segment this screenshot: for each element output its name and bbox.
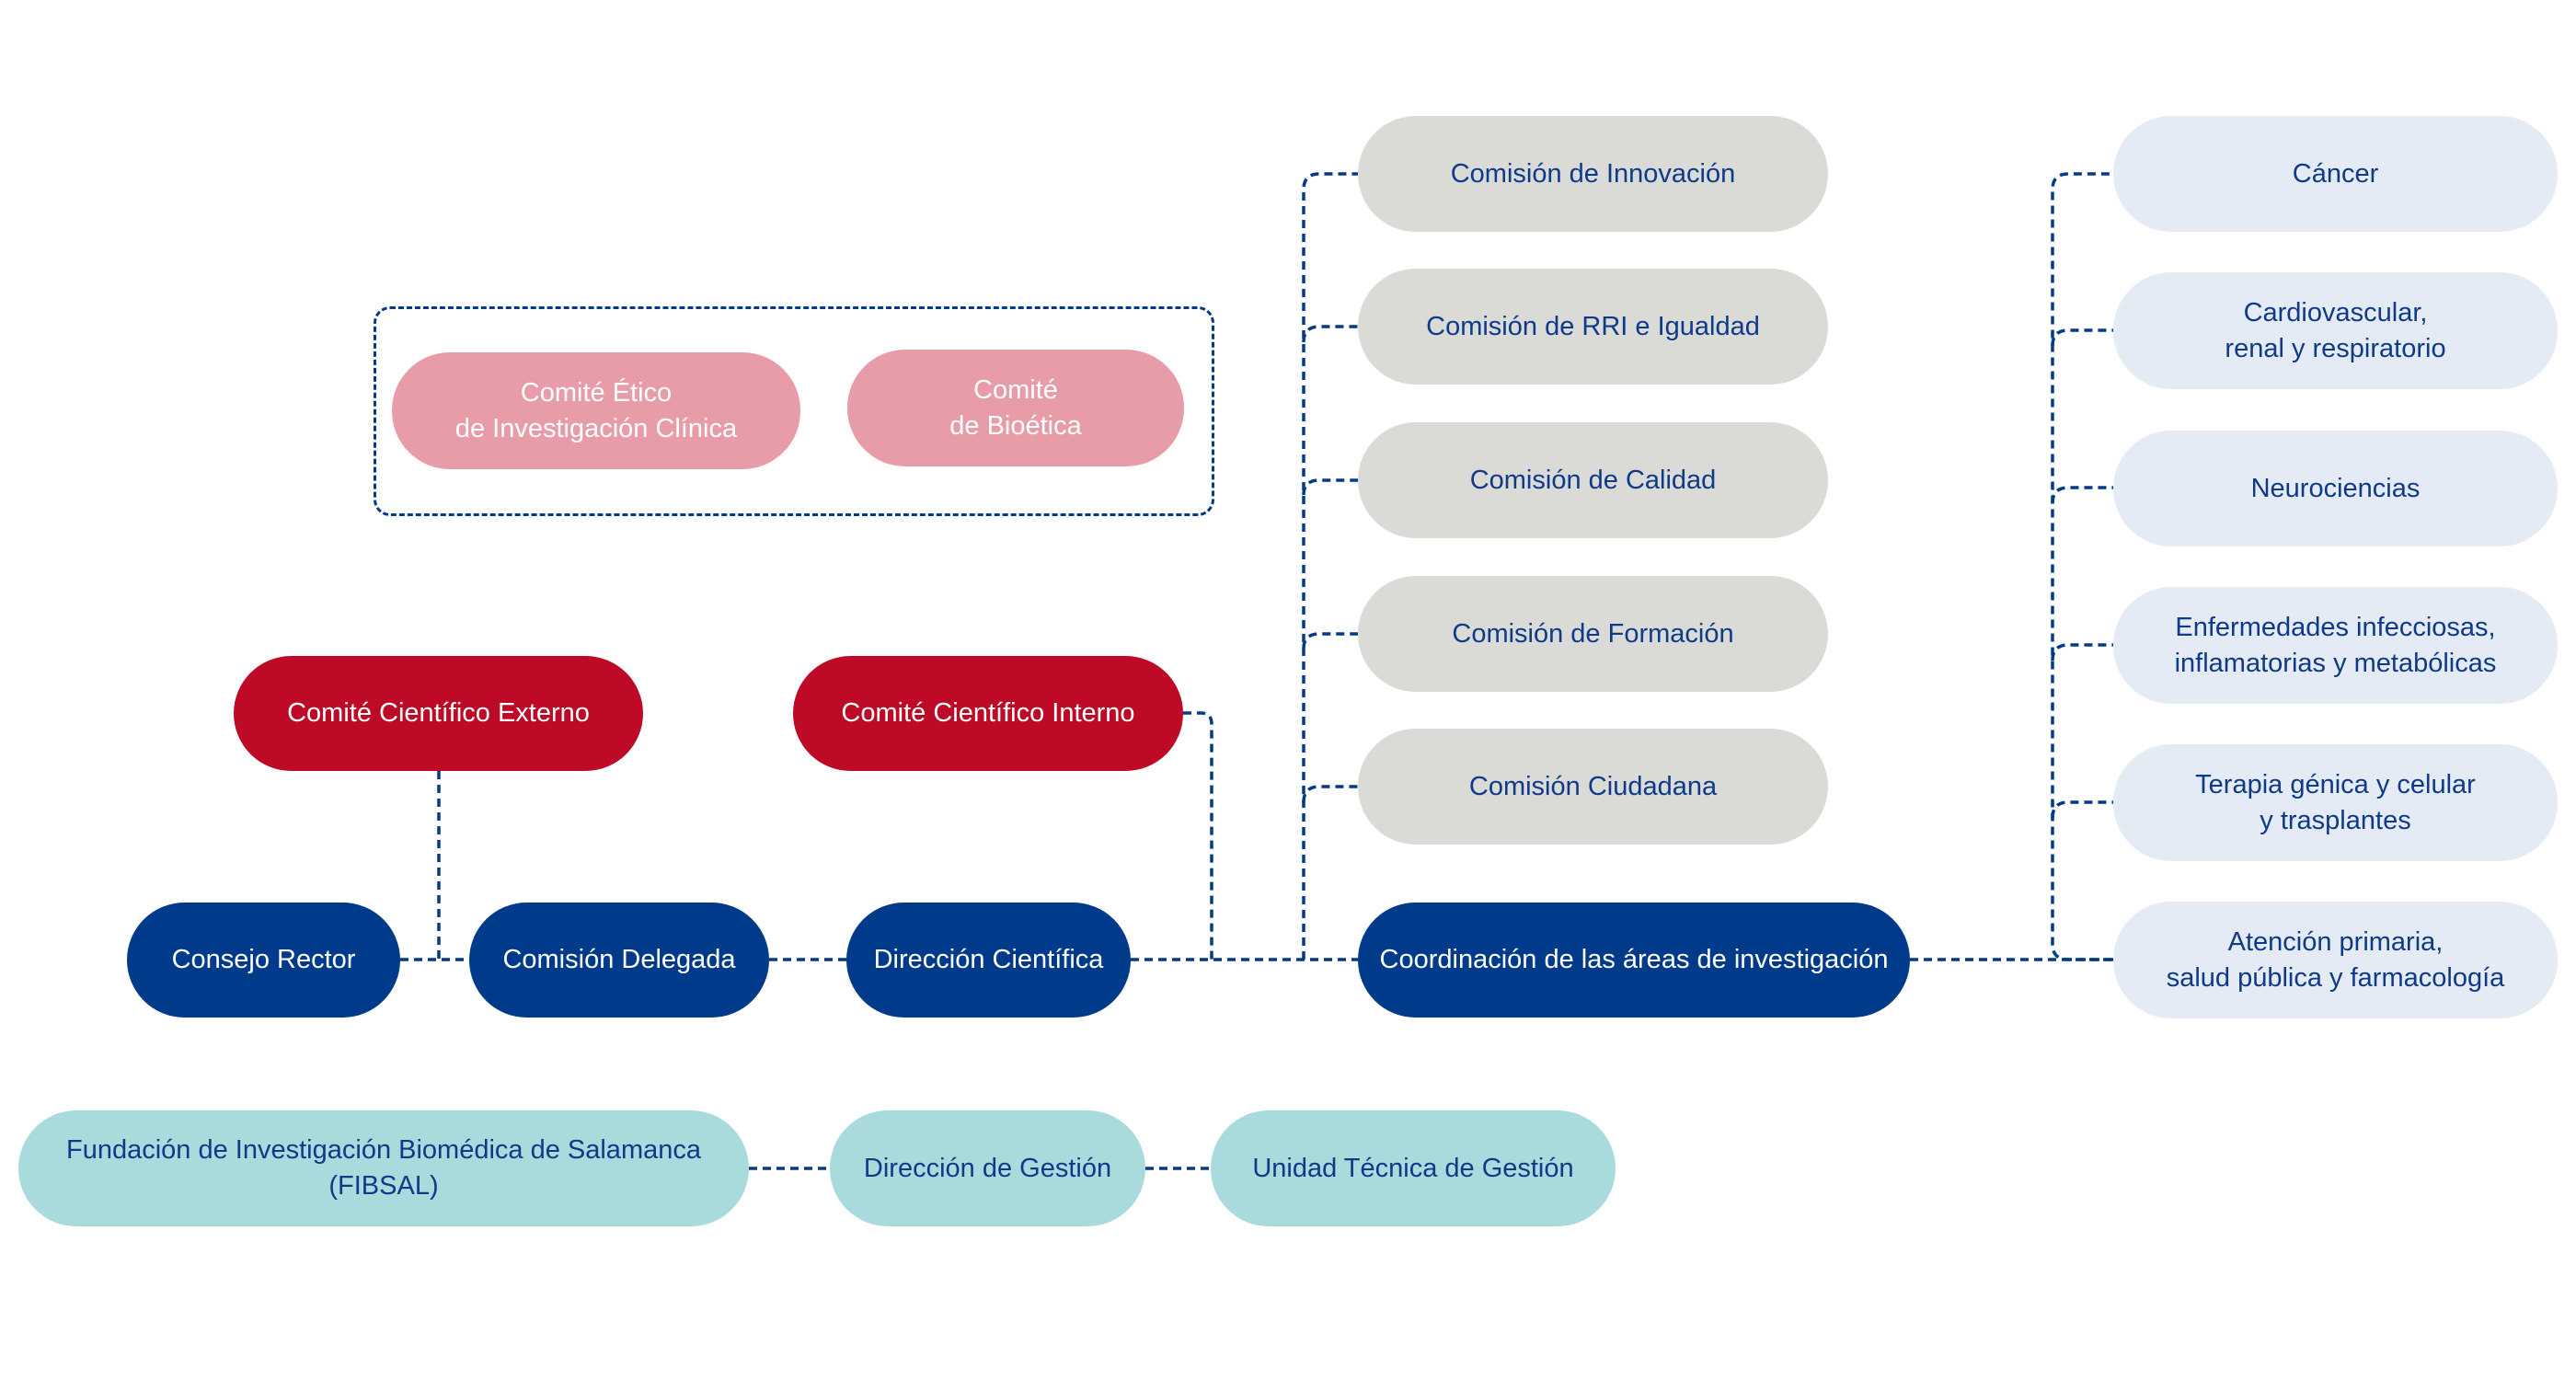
comision-rri-igualdad-node: Comisión de RRI e Igualdad	[1358, 269, 1828, 385]
comision-formacion-node: Comisión de Formación	[1358, 576, 1828, 692]
connector-comision-rri	[1302, 325, 1358, 343]
comision-calidad-node: Comisión de Calidad	[1358, 422, 1828, 538]
connector-comision-ciudadana	[1302, 785, 1358, 803]
connector-comisiones-trunk	[1302, 172, 1358, 960]
consejo-rector-node: Consejo Rector	[127, 903, 400, 1018]
connector-area-cardiovascular	[2051, 328, 2113, 347]
connector-areas-trunk	[2051, 172, 2113, 961]
fibsal-node: Fundación de Investigación Biomédica de …	[18, 1110, 749, 1226]
area-cancer-node: Cáncer	[2113, 116, 2558, 232]
ethics-committees-group	[374, 306, 1214, 516]
direccion-gestion-node: Dirección de Gestión	[830, 1110, 1145, 1226]
comision-innovacion-node: Comisión de Innovación	[1358, 116, 1828, 232]
comite-etico-node: Comité Ético de Investigación Clínica	[392, 352, 800, 469]
connector-comision-formacion	[1302, 632, 1358, 650]
area-terapia-genica-node: Terapia génica y celular y trasplantes	[2113, 744, 2558, 861]
area-neurociencias-node: Neurociencias	[2113, 431, 2558, 546]
area-atencion-primaria-node: Atención primaria, salud pública y farma…	[2113, 902, 2558, 1018]
direccion-cientifica-node: Dirección Científica	[846, 903, 1131, 1018]
coordinacion-areas-node: Coordinación de las áreas de investigaci…	[1358, 903, 1910, 1018]
connector-area-infecciosas	[2051, 643, 2113, 661]
comite-cientifico-interno-node: Comité Científico Interno	[793, 656, 1183, 771]
area-infecciosas-node: Enfermedades infecciosas, inflamatorias …	[2113, 587, 2558, 704]
connector-comision-calidad	[1302, 478, 1358, 496]
connector-area-neurociencias	[2051, 486, 2113, 504]
unidad-tecnica-gestion-node: Unidad Técnica de Gestión	[1211, 1110, 1616, 1226]
comite-bioetica-node: Comité de Bioética	[847, 350, 1184, 466]
connector-area-terapia	[2051, 800, 2113, 819]
area-cardiovascular-node: Cardiovascular, renal y respiratorio	[2113, 272, 2558, 389]
comision-delegada-node: Comisión Delegada	[469, 903, 769, 1018]
comision-ciudadana-node: Comisión Ciudadana	[1358, 729, 1828, 845]
connector-interno	[1183, 711, 1213, 960]
comite-cientifico-externo-node: Comité Científico Externo	[234, 656, 643, 771]
